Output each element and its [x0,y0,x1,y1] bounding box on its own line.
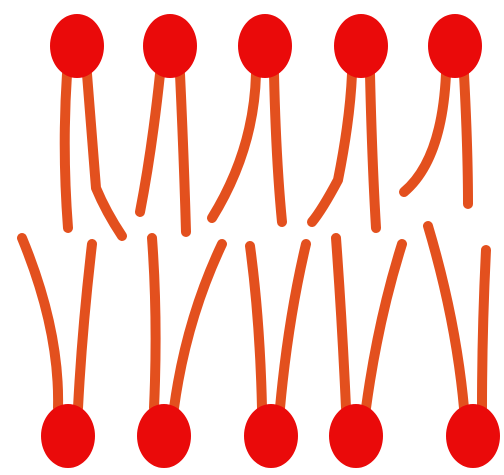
upper-phospholipid-4 [312,14,388,228]
lipid-tail [404,74,446,192]
upper-phospholipid-2 [140,14,197,232]
phosphate-head [137,404,191,468]
phosphate-head [41,404,95,468]
phosphate-head [50,14,104,78]
lower-phospholipid-3 [244,244,306,468]
lipid-tail [366,244,402,408]
lipid-tail [174,244,222,408]
lower-phospholipid-4 [329,238,402,468]
lipid-tail [87,74,122,236]
lower-phospholipid-1 [22,238,95,468]
lipid-tail [428,226,464,408]
lipid-tail [482,250,486,408]
lower-leaflet [22,226,500,468]
lower-phospholipid-5 [428,226,500,468]
lipid-tail [180,74,186,232]
upper-phospholipid-3 [212,14,292,222]
phosphate-head [329,404,383,468]
lipid-tail [280,244,306,408]
phosphate-head [238,14,292,78]
lipid-tail [312,74,352,222]
lipid-tail [78,244,92,408]
phosphate-head [244,404,298,468]
phosphate-head [143,14,197,78]
lipid-tail [65,74,68,228]
lipid-tail [250,246,262,408]
lipid-tail [140,74,160,212]
lipid-tail [336,238,346,408]
upper-leaflet [50,14,482,236]
phosphate-head [446,404,500,468]
upper-phospholipid-5 [404,14,482,204]
lipid-tail [22,238,58,408]
lipid-tail [212,74,256,218]
phosphate-head [334,14,388,78]
lipid-tail [370,74,376,228]
phosphate-head [428,14,482,78]
lipid-tail [274,74,282,222]
upper-phospholipid-1 [50,14,122,236]
lower-phospholipid-2 [137,238,222,468]
lipid-tail [464,74,468,204]
lipid-tail [152,238,156,408]
